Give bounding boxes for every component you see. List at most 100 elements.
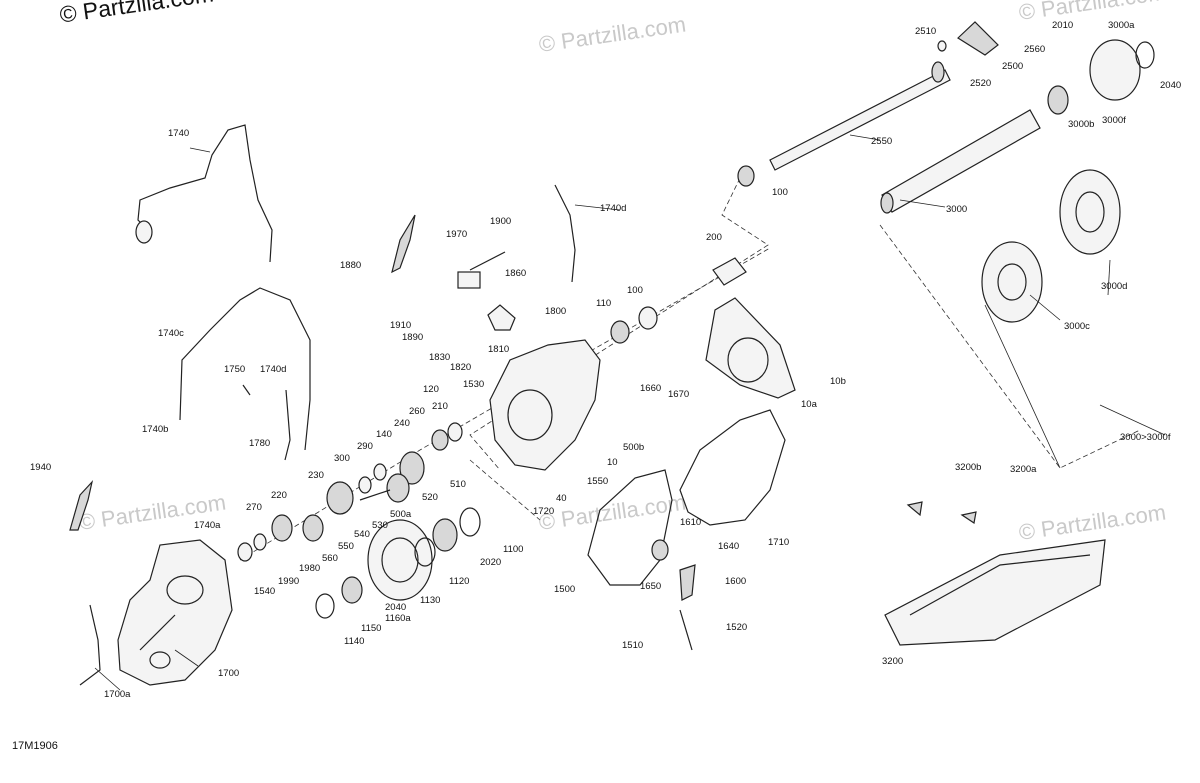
gear-stack	[237, 422, 463, 562]
callout-1810: 1810	[488, 344, 509, 355]
watermark: © Partzilla.com	[1017, 500, 1167, 545]
callout-1660: 1660	[640, 383, 661, 394]
callout-230: 230	[308, 470, 324, 481]
callout-2560: 2560	[1024, 44, 1045, 55]
callout-560: 560	[322, 553, 338, 564]
callout-40: 40	[556, 493, 567, 504]
callout-1910: 1910	[390, 320, 411, 331]
callout-1890: 1890	[402, 332, 423, 343]
callout-2040: 2040	[385, 602, 406, 613]
callout-1670: 1670	[668, 389, 689, 400]
lever-1940	[69, 479, 94, 531]
callout-1740d: 1740d	[600, 203, 626, 214]
callout-1150: 1150	[361, 623, 381, 634]
callout-1160a: 1160a	[385, 613, 411, 624]
callout-210: 210	[432, 401, 448, 412]
callout-1510: 1510	[622, 640, 643, 651]
gear-1130	[315, 507, 481, 619]
callout-100: 100	[772, 187, 788, 198]
callout-2550: 2550	[871, 136, 892, 147]
shaft-2550	[769, 61, 951, 171]
callout-1800: 1800	[545, 306, 566, 317]
callout-3200: 3200	[882, 656, 903, 667]
callout-550: 550	[338, 541, 354, 552]
callout-1820: 1820	[450, 362, 471, 373]
callout-1970: 1970	[446, 229, 467, 240]
callout-260: 260	[409, 406, 425, 417]
callout-1100: 1100	[503, 544, 523, 555]
callout-200: 200	[706, 232, 722, 243]
callout-1740c: 1740c	[158, 328, 184, 339]
callout-500b: 500b	[623, 442, 644, 453]
seal-1710	[679, 409, 786, 526]
tensioner-1600	[651, 539, 696, 651]
callout-140: 140	[376, 429, 392, 440]
callout-530: 530	[372, 520, 388, 531]
callout-240: 240	[394, 418, 410, 429]
callout-2010: 2010	[1052, 20, 1073, 31]
callout-1780: 1780	[249, 438, 270, 449]
callout-1740a: 1740a	[194, 520, 221, 531]
callout-10a: 10a	[801, 399, 818, 410]
bracket-1700a	[79, 604, 101, 686]
callout-2510: 2510	[915, 26, 936, 37]
callout-10b: 10b	[830, 376, 846, 387]
callout-500a: 500a	[390, 509, 412, 520]
callout-3000b: 3000b	[1068, 119, 1094, 130]
callout-10: 10	[607, 457, 618, 468]
callout-3000c: 3000c	[1064, 321, 1090, 332]
callout-1860: 1860	[505, 268, 526, 279]
callout-labels: 1740 1740d 1740c 1750 1740d 1740b 1780 1…	[30, 20, 1181, 700]
housing-1700	[117, 539, 233, 686]
sprockets-3000	[981, 39, 1155, 323]
callout-300: 290	[357, 441, 373, 452]
callout-1740: 1740	[168, 128, 189, 139]
callout-2020: 2020	[480, 557, 501, 568]
callout-2040: 2040	[1160, 80, 1181, 91]
callout-2500: 2500	[1002, 61, 1023, 72]
callout-540: 540	[354, 529, 370, 540]
callout-1740b: 1740b	[142, 424, 168, 435]
callout-3200a: 3200a	[1010, 464, 1037, 475]
callout-1610: 1610	[680, 517, 701, 528]
diagram-code: 17M1906	[12, 740, 58, 752]
callout-3000d: 3000d	[1101, 281, 1127, 292]
callout-3000-3000f: 3000>3000f	[1120, 432, 1171, 443]
callout-1500: 1500	[554, 584, 575, 595]
callout-1130: 1130	[420, 595, 440, 606]
cable-1740c	[179, 287, 311, 461]
callout-1120: 1120	[449, 576, 469, 587]
callout-110: 110	[596, 298, 611, 309]
callout-290: 300	[334, 453, 350, 464]
callout-3000a: 3000a	[1108, 20, 1135, 31]
callout-510: 510	[450, 479, 466, 490]
belt-1500	[587, 469, 673, 586]
callout-1140: 1140	[344, 636, 364, 647]
gasket-10a	[705, 297, 796, 399]
callout-1940: 1940	[30, 462, 51, 473]
cover-10	[489, 339, 601, 471]
callout-1900: 1900	[490, 216, 511, 227]
callout-1720: 1720	[533, 506, 554, 517]
bearings-110-100	[610, 165, 755, 344]
leader-lines	[94, 134, 1166, 691]
callout-1550: 1550	[587, 476, 608, 487]
callout-1710: 1710	[768, 537, 789, 548]
callout-3000: 3000	[946, 204, 967, 215]
callout-100: 100	[627, 285, 643, 296]
callout-1980: 1980	[299, 563, 320, 574]
callout-1740d: 1740d	[260, 364, 286, 375]
callout-3000f: 3000f	[1102, 115, 1126, 126]
cable-1740d-top	[554, 184, 576, 283]
callout-1530: 1530	[463, 379, 484, 390]
callout-1640: 1640	[718, 541, 739, 552]
drive-axle-3000	[880, 109, 1041, 214]
callout-1830: 1830	[429, 352, 450, 363]
assembly-axes	[239, 177, 1141, 561]
brake-cable-1740	[135, 124, 273, 263]
chaincase-3200	[884, 539, 1106, 646]
callout-1540: 1540	[254, 586, 275, 597]
watermark: © Partzilla.com	[1017, 0, 1167, 25]
bracket-2500	[937, 21, 999, 56]
